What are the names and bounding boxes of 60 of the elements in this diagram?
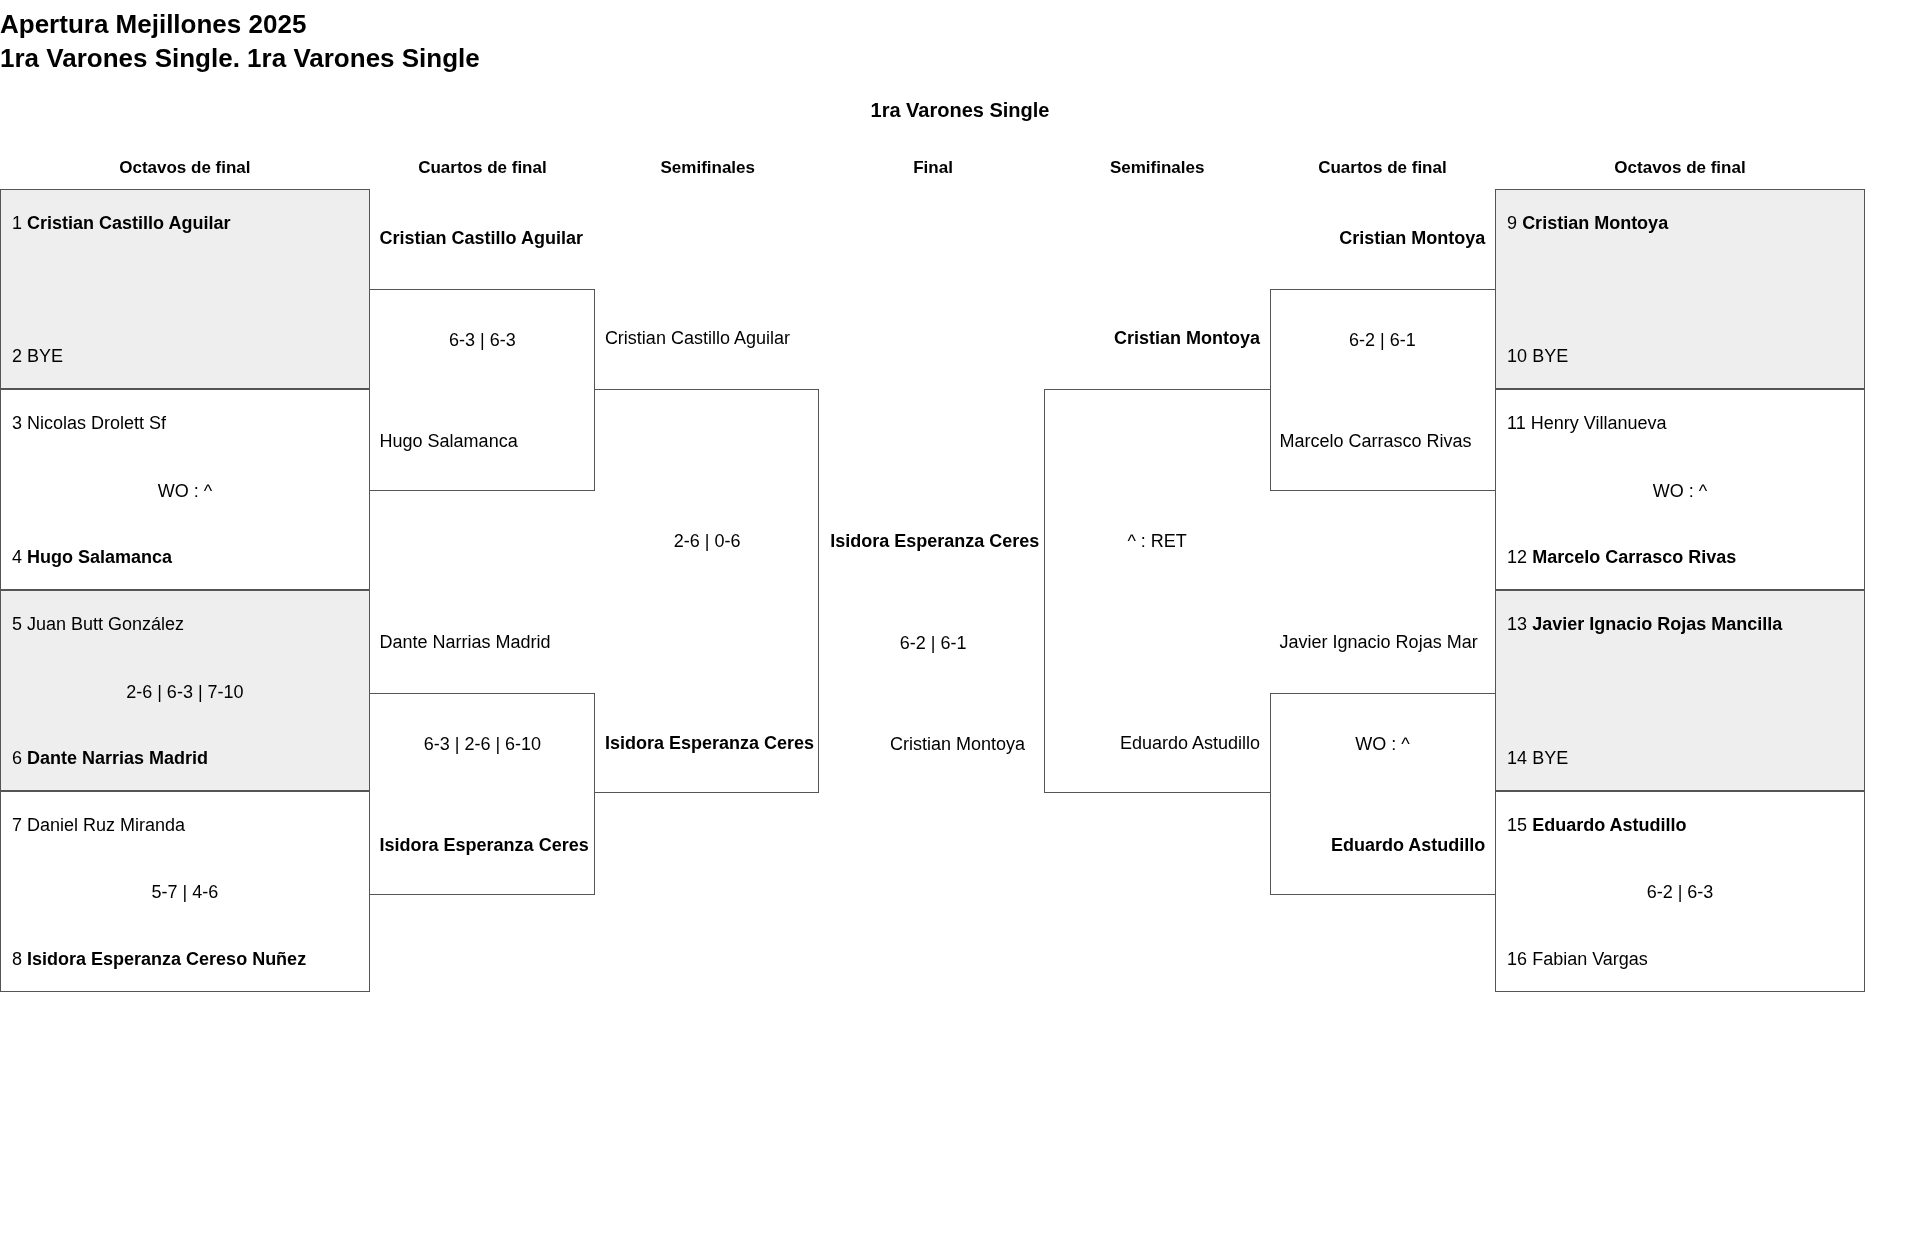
player-name: Isidora Esperanza Ceres <box>830 529 1040 553</box>
player-entry: 4 Hugo Salamanca <box>12 545 173 569</box>
round-heading: Semifinales <box>660 157 755 179</box>
match-score: WO : ^ <box>1652 479 1708 503</box>
match-score: ^ : RET <box>1127 529 1187 553</box>
tournament-title: Apertura Mejillones 2025 <box>0 8 307 41</box>
match-score: WO : ^ <box>157 479 213 503</box>
player-name: Cristian Montoya <box>890 733 1026 756</box>
match-box <box>1495 188 1865 390</box>
match-score: 6-2 | 6-3 <box>1646 880 1714 904</box>
match-score: WO : ^ <box>1355 733 1410 756</box>
round-heading: Cuartos de final <box>1318 157 1447 179</box>
player-entry: 9 Cristian Montoya <box>1507 211 1669 235</box>
match-box <box>1495 791 1865 992</box>
match-score: 6-3 | 2-6 | 6-10 <box>423 733 542 756</box>
round-heading: Semifinales <box>1109 157 1205 179</box>
round-heading: Final <box>913 157 953 179</box>
player-name: Cristian Montoya <box>1339 226 1486 250</box>
round-heading: Octavos de final <box>119 157 251 179</box>
round-heading: Octavos de final <box>1614 157 1746 179</box>
player-name: Eduardo Astudillo <box>1330 833 1486 857</box>
match-score: 5-7 | 4-6 <box>151 880 219 904</box>
match-box <box>0 188 370 390</box>
player-name: Javier Ignacio Rojas Mar <box>1279 630 1478 654</box>
player-entry: 12 Marcelo Carrasco Rivas <box>1507 545 1737 569</box>
player-entry: 7 Daniel Ruz Miranda <box>12 813 186 837</box>
player-entry: 1 Cristian Castillo Aguilar <box>12 211 231 235</box>
match-box <box>1495 590 1865 791</box>
player-entry: 16 Fabian Vargas <box>1507 947 1648 971</box>
player-entry: 13 Javier Ignacio Rojas Mancilla <box>1507 612 1783 636</box>
player-entry: 3 Nicolas Drolett Sf <box>12 411 167 435</box>
player-entry: 14 BYE <box>1507 746 1569 770</box>
player-entry: 6 Dante Narrias Madrid <box>12 746 209 770</box>
player-name: Isidora Esperanza Ceres <box>604 731 814 755</box>
player-name: Marcelo Carrasco Rivas <box>1279 429 1472 453</box>
player-name: Cristian Castillo Aguilar <box>604 326 790 350</box>
event-subtitle: 1ra Varones Single. 1ra Varones Single <box>0 41 480 75</box>
match-box <box>0 389 370 591</box>
player-name: Hugo Salamanca <box>379 429 518 453</box>
player-entry: 2 BYE <box>12 344 64 368</box>
draw-title: 1ra Varones Single <box>870 98 1050 124</box>
match-score: 2-6 | 6-3 | 7-10 <box>126 680 244 704</box>
player-entry: 15 Eduardo Astudillo <box>1507 813 1687 837</box>
match-score: 2-6 | 0-6 <box>673 529 741 553</box>
player-name: Cristian Castillo Aguilar <box>379 226 583 250</box>
player-entry: 11 Henry Villanueva <box>1507 411 1667 435</box>
player-name: Isidora Esperanza Ceres <box>379 833 589 857</box>
player-name: Cristian Montoya <box>1114 326 1260 350</box>
player-entry: 5 Juan Butt González <box>12 612 185 636</box>
player-name: Eduardo Astudillo <box>1119 731 1260 755</box>
match-box <box>0 590 370 791</box>
match-box <box>0 791 370 992</box>
match-score: 6-2 | 6-1 <box>1349 328 1416 352</box>
round-heading: Cuartos de final <box>418 157 547 179</box>
player-entry: 10 BYE <box>1507 344 1569 368</box>
match-score: 6-3 | 6-3 <box>449 328 516 352</box>
match-score: 6-2 | 6-1 <box>899 631 967 655</box>
match-box <box>1495 389 1865 591</box>
player-name: Dante Narrias Madrid <box>379 630 551 654</box>
player-entry: 8 Isidora Esperanza Cereso Nuñez <box>12 947 307 971</box>
